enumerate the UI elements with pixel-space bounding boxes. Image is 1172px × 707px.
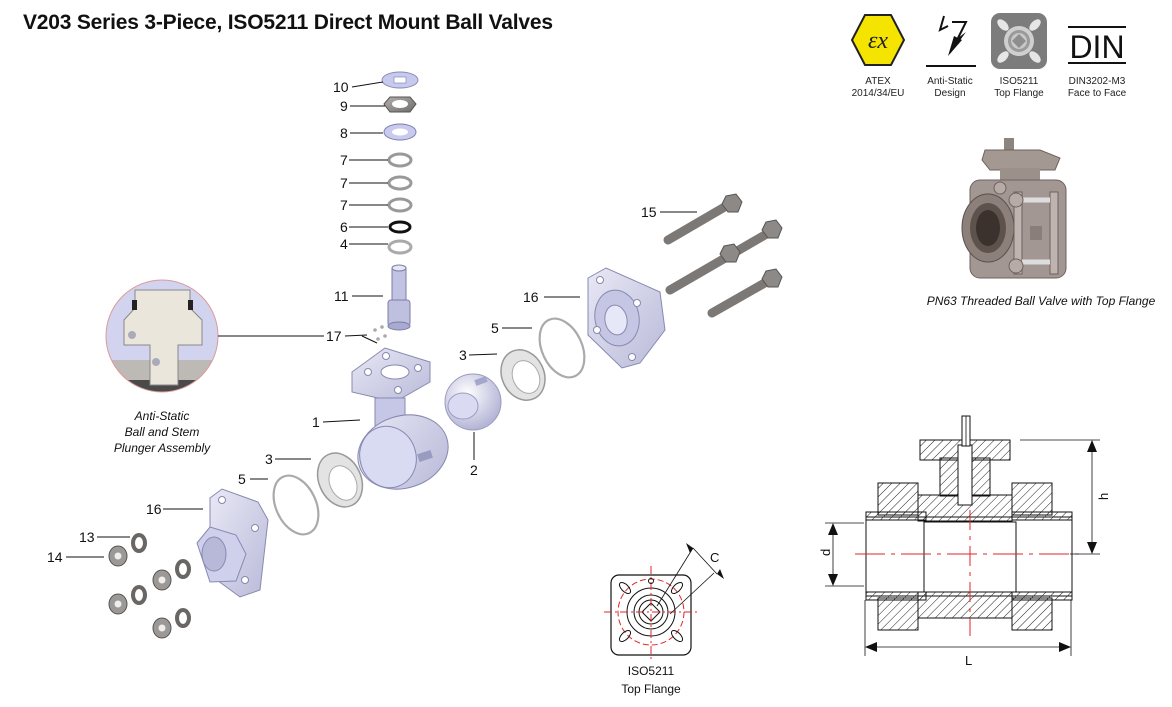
part-label-14: 14 (47, 549, 63, 565)
cert-din: DIN DIN3202-M3 Face to Face (1061, 12, 1133, 100)
product-photo (961, 138, 1067, 279)
part-label-4: 4 (340, 236, 348, 252)
part-13-washers (131, 533, 191, 628)
part-8-washer (383, 123, 417, 141)
cert-label-line1: Anti-Static (927, 76, 973, 87)
flange-drawing-caption: ISO5211 Top Flange (601, 662, 701, 698)
part-label-7b: 7 (340, 175, 348, 191)
page-title: V203 Series 3-Piece, ISO5211 Direct Moun… (23, 11, 553, 34)
cert-atex-label: ATEX 2014/34/EU (842, 76, 914, 100)
anti-static-detail-inset (105, 279, 219, 393)
part-14-nuts (108, 545, 172, 639)
product-photo-caption: PN63 Threaded Ball Valve with Top Flange (926, 294, 1156, 308)
flange-caption-line2: Top Flange (621, 682, 681, 696)
flange-caption-line1: ISO5211 (627, 664, 675, 678)
part-label-10: 10 (333, 79, 349, 95)
detail-inset-caption: Anti-Static Ball and Stem Plunger Assemb… (92, 408, 232, 456)
part-label-15: 15 (641, 204, 657, 220)
cert-atex: εx ATEX 2014/34/EU (842, 12, 914, 100)
leader-lines (66, 81, 697, 558)
valve-section-drawing: h d L (818, 415, 1111, 668)
part-4-thrust-washer (387, 239, 413, 255)
dimension-h-label: h (1096, 493, 1111, 500)
part-17-plunger-balls (373, 325, 387, 341)
dimension-L-label: L (965, 653, 972, 668)
part-6-o-ring (388, 220, 412, 234)
part-5-seal-left (272, 474, 320, 536)
part-label-3-left: 3 (265, 451, 273, 467)
part-label-2: 2 (470, 462, 478, 478)
cert-label-line1: ISO5211 (999, 76, 1039, 87)
dimension-d-label: d (818, 549, 833, 556)
cert-anti-static: Anti-Static Design (914, 12, 986, 100)
detail-caption-line2: Ball and Stem (124, 425, 200, 439)
cert-iso5211: ISO5211 Top Flange (983, 12, 1055, 100)
part-1-body (351, 347, 449, 490)
iso5211-flange-drawing: C (604, 543, 724, 662)
detail-caption-line1: Anti-Static (134, 409, 190, 423)
part-7-packing-rings (387, 152, 413, 213)
cert-label-line2: 2014/34/EU (851, 88, 905, 99)
part-15-bolts (663, 193, 783, 318)
part-label-11: 11 (334, 288, 349, 304)
part-label-16-left: 16 (146, 501, 162, 517)
cert-anti-static-label: Anti-Static Design (914, 76, 986, 100)
part-label-1: 1 (312, 414, 320, 430)
part-3-seat-left (316, 452, 364, 508)
iso5211-flange-icon (991, 13, 1047, 69)
part-16-end-cap-right (587, 267, 666, 369)
cert-label-line2: Top Flange (994, 88, 1044, 99)
cert-label-line1: ATEX (865, 76, 891, 87)
anti-static-icon (926, 15, 976, 67)
part-label-7c: 7 (340, 197, 348, 213)
part-label-17: 17 (326, 328, 342, 344)
part-16-end-cap-left (196, 488, 269, 598)
cert-label-line1: DIN3202-M3 (1068, 76, 1126, 87)
part-label-16-right: 16 (523, 289, 539, 305)
part-3-seat-right (500, 349, 546, 401)
part-10-stop-plate (381, 71, 419, 89)
part-5-seal-right (538, 317, 586, 379)
part-label-3-right: 3 (459, 347, 467, 363)
svg-text:εx: εx (868, 28, 888, 54)
part-label-7a: 7 (340, 152, 348, 168)
dimension-c-label: C (710, 550, 719, 565)
part-label-9: 9 (340, 98, 348, 114)
din-text: DIN (1069, 29, 1124, 65)
part-label-6: 6 (340, 219, 348, 235)
cert-din-label: DIN3202-M3 Face to Face (1061, 76, 1133, 100)
part-label-13: 13 (79, 529, 95, 545)
din-icon: DIN (1068, 26, 1126, 65)
atex-ex-icon: εx (850, 14, 906, 66)
detail-caption-line3: Plunger Assembly (113, 441, 211, 455)
cert-iso-label: ISO5211 Top Flange (983, 76, 1055, 100)
part-label-5-left: 5 (238, 471, 246, 487)
cert-label-line2: Face to Face (1067, 88, 1127, 99)
part-11-stem (387, 264, 411, 331)
part-2-ball (444, 373, 502, 431)
part-9-gland-nut (383, 96, 417, 113)
part-label-8: 8 (340, 125, 348, 141)
part-label-5-right: 5 (491, 320, 499, 336)
cert-label-line2: Design (934, 88, 966, 99)
